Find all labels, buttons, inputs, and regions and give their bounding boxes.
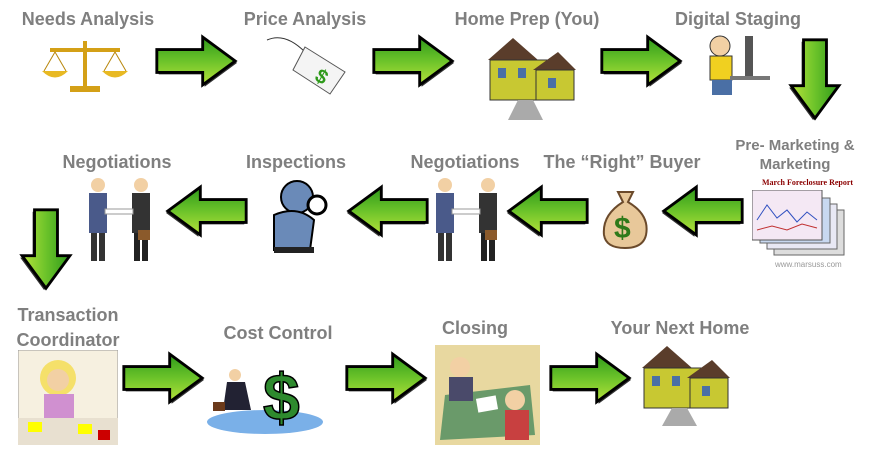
- step-closing: Closing: [442, 318, 508, 338]
- step-next-home: Your Next Home: [610, 318, 750, 338]
- dollar-chase-icon: $: [207, 359, 323, 435]
- money-bag-icon: $: [602, 191, 648, 250]
- arrow-left-icon: [345, 184, 431, 238]
- svg-text:$: $: [614, 212, 631, 245]
- meeting-icon: [435, 345, 540, 445]
- step-pre-marketing-line2: Marketing: [759, 156, 831, 173]
- arrow-left-icon: [505, 184, 591, 238]
- report-url: www.marsuss.com: [775, 260, 842, 269]
- arrow-right-icon: [153, 34, 239, 88]
- svg-text:$: $: [263, 360, 300, 434]
- report-icon: [752, 190, 845, 256]
- arrow-right-icon: [547, 351, 633, 405]
- step-transaction-line2: Coordinator: [16, 330, 120, 350]
- house-icon: [488, 38, 576, 120]
- step-inspections: Inspections: [245, 152, 347, 172]
- step-pre-marketing-line1: Pre- Marketing &: [735, 137, 855, 154]
- arrow-right-icon: [370, 34, 456, 88]
- arrow-down-icon: [19, 206, 73, 292]
- report-title: March Foreclosure Report: [762, 178, 854, 187]
- scales-icon: [42, 41, 128, 92]
- step-negotiations-1: Negotiations: [62, 152, 172, 172]
- step-needs-analysis: Needs Analysis: [21, 9, 155, 29]
- house-icon: [642, 346, 730, 426]
- arrow-right-icon: [343, 351, 429, 405]
- price-tag-icon: $: [266, 37, 346, 95]
- step-negotiations-2: Negotiations: [410, 152, 520, 172]
- step-transaction-line1: Transaction: [17, 305, 119, 325]
- arrow-right-icon: [598, 34, 684, 88]
- step-right-buyer: The “Right” Buyer: [543, 152, 701, 172]
- handshake-icon: [89, 178, 150, 261]
- handshake-icon: [436, 178, 497, 261]
- arrow-left-icon: [164, 184, 250, 238]
- step-home-prep: Home Prep (You): [454, 9, 600, 29]
- arrow-right-icon: [120, 351, 206, 405]
- stressed-worker-icon: [18, 350, 118, 445]
- detective-icon: [273, 180, 328, 253]
- arrow-left-icon: [660, 184, 746, 238]
- arrow-down-icon: [788, 36, 842, 122]
- step-cost-control: Cost Control: [223, 323, 333, 343]
- computer-user-icon: [709, 35, 770, 95]
- step-price-analysis: Price Analysis: [243, 9, 367, 29]
- step-digital-staging: Digital Staging: [675, 9, 801, 29]
